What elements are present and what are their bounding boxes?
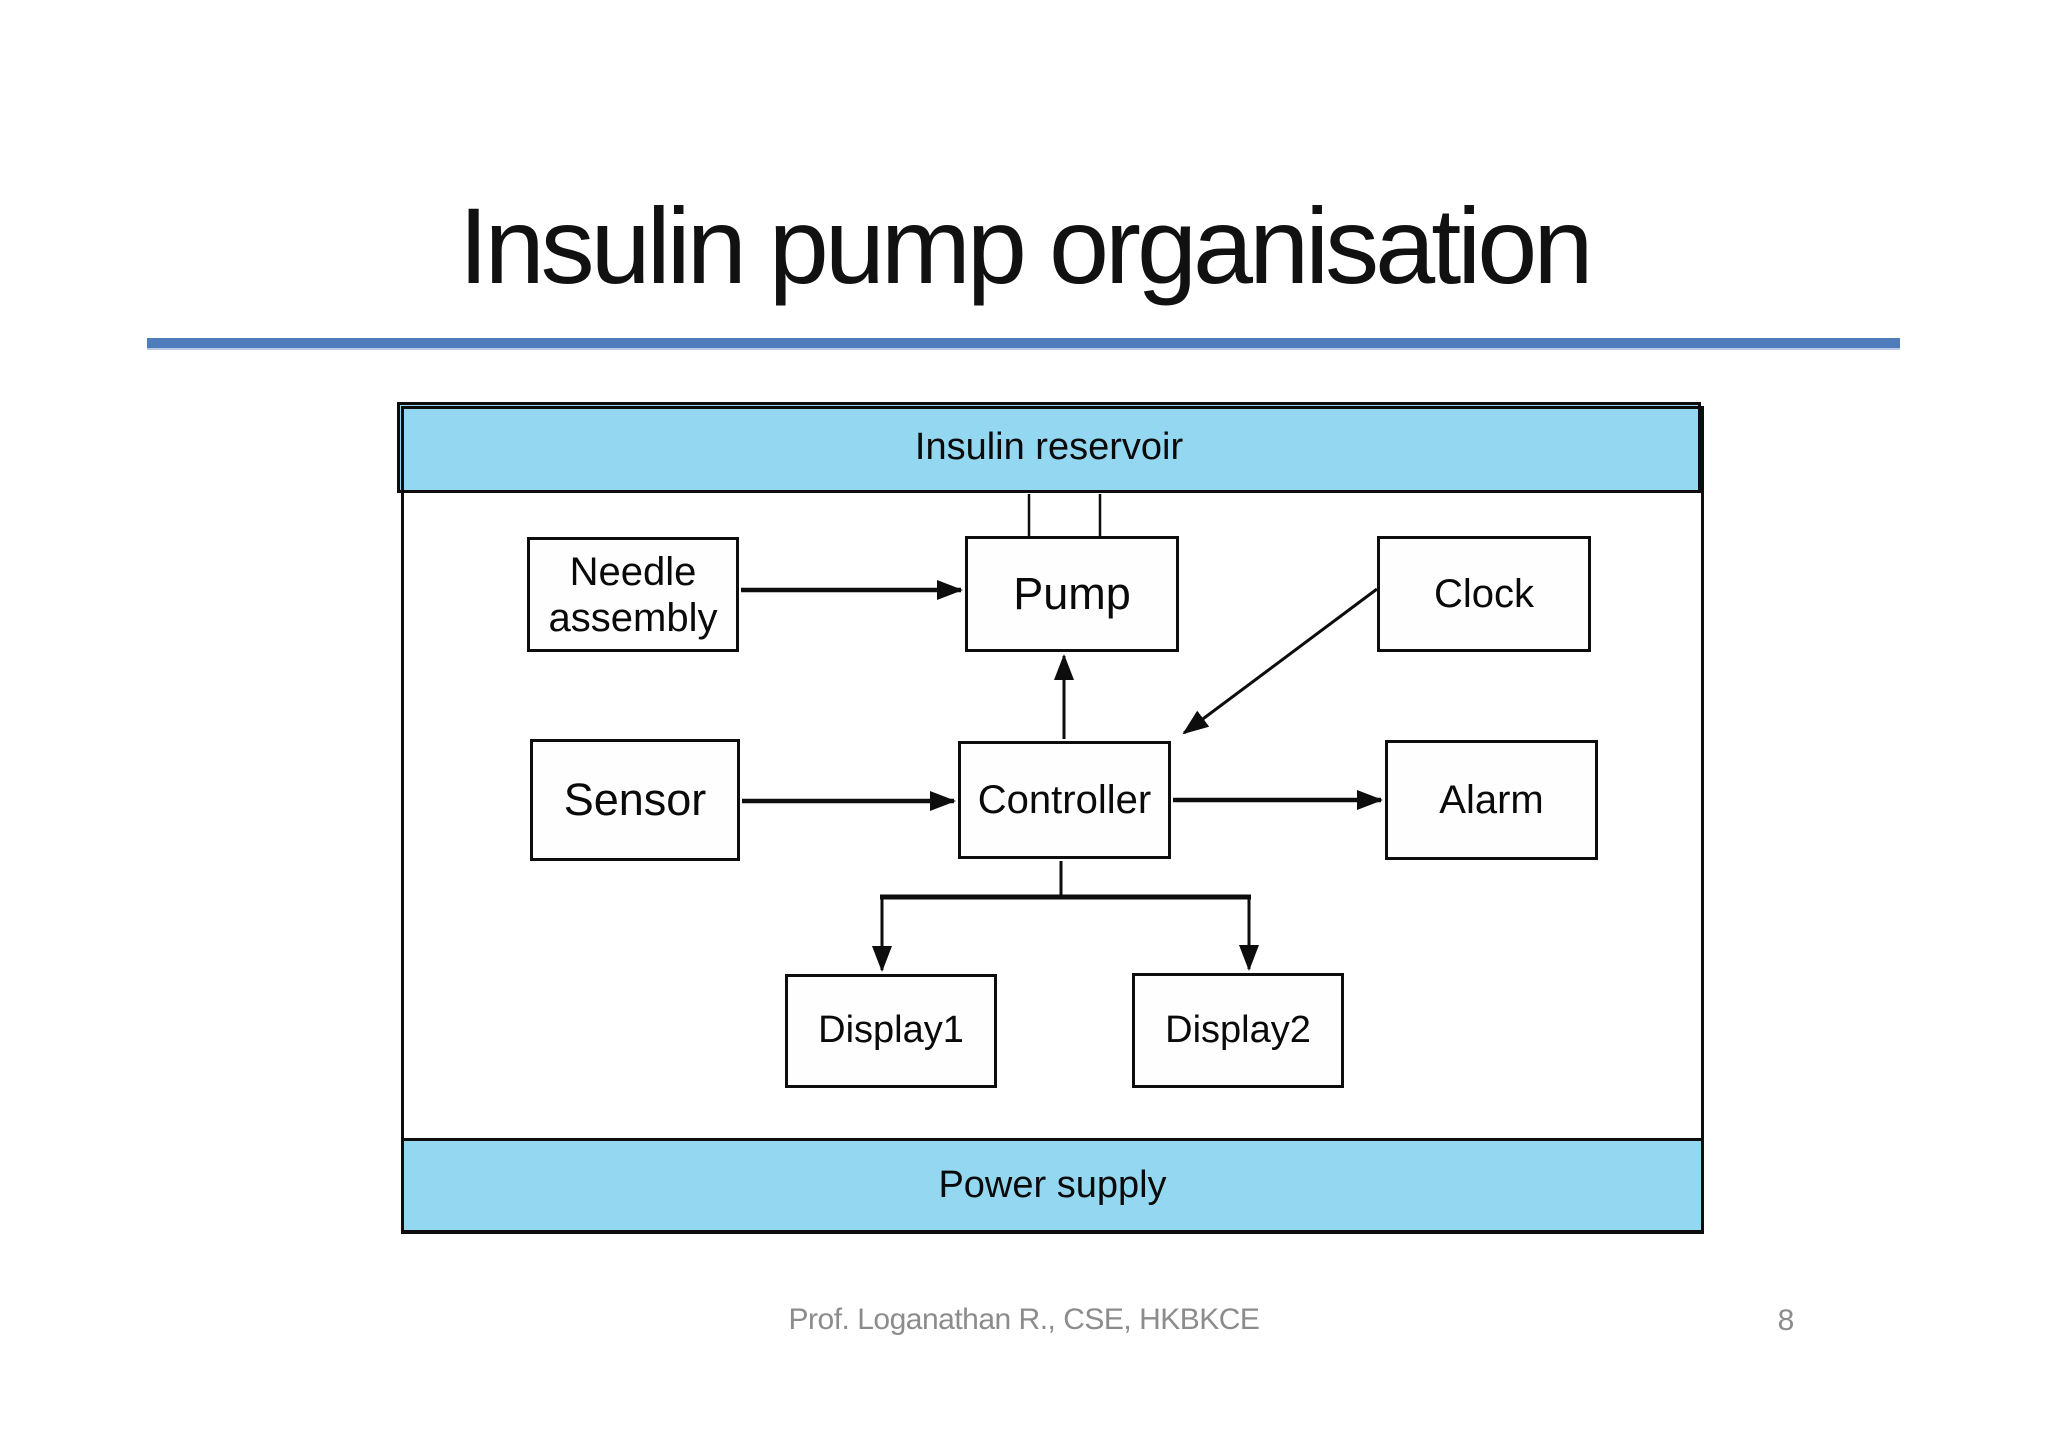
pump-box: Pump (965, 536, 1179, 652)
title-underline-rule (147, 338, 1900, 350)
page-number: 8 (1777, 1304, 1795, 1337)
insulin-reservoir-label: Insulin reservoir (914, 426, 1184, 468)
clock-label: Clock (1433, 572, 1535, 616)
sensor-box: Sensor (530, 739, 740, 861)
connector-clock-to-controller (1182, 587, 1378, 735)
needle-assembly-box: Needle assembly (527, 537, 739, 652)
display2-box: Display2 (1132, 973, 1344, 1088)
page-title: Insulin pump organisation (458, 185, 1594, 306)
display1-box: Display1 (785, 974, 997, 1088)
power-supply-label: Power supply (938, 1164, 1167, 1206)
alarm-box: Alarm (1385, 740, 1598, 860)
needle-assembly-label-line2: assembly (548, 595, 718, 640)
insulin-reservoir-bar: Insulin reservoir (397, 402, 1701, 493)
alarm-label: Alarm (1439, 778, 1544, 822)
power-supply-bar: Power supply (401, 1138, 1704, 1233)
needle-assembly-label-line1: Needle (569, 549, 697, 594)
display1-label: Display1 (818, 1009, 964, 1052)
footer-credit: Prof. Loganathan R., CSE, HKBKCE (788, 1303, 1260, 1336)
pump-label: Pump (1013, 568, 1131, 620)
controller-box: Controller (958, 741, 1171, 859)
controller-label: Controller (977, 778, 1152, 822)
display2-label: Display2 (1165, 1008, 1311, 1051)
clock-box: Clock (1377, 536, 1591, 652)
sensor-label: Sensor (563, 774, 707, 826)
